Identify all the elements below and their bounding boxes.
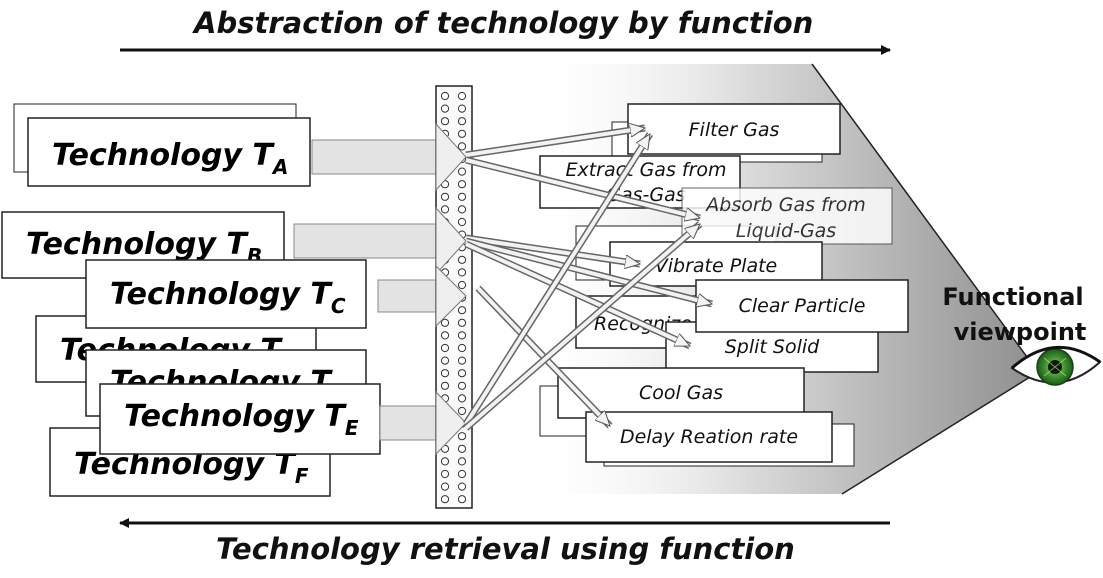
sieve-hole	[457, 167, 467, 176]
function-vibrate-plate-label: Vibrate Plate	[655, 255, 778, 277]
beam-edge-top	[811, 63, 1039, 373]
technology-boxes: Technology TA Technology TF Technology T…	[1, 103, 381, 497]
sieve-hole	[457, 268, 467, 277]
sieve-hole	[457, 205, 467, 214]
function-box-filter-gas: Filter Gas	[627, 103, 841, 155]
sieve-hole	[457, 432, 467, 441]
technology-f-subscript: F	[295, 464, 309, 488]
function-box-vibrate-plate: Vibrate Plate	[609, 241, 823, 287]
sieve-hole	[457, 482, 467, 491]
sieve-hole	[440, 343, 450, 353]
sieve-hole	[440, 457, 450, 466]
sieve-hole	[457, 180, 467, 189]
sieve-hole	[457, 356, 467, 365]
technology-c-label: Technology T	[110, 277, 333, 312]
sieve-hole	[457, 331, 467, 340]
sieve-hole	[457, 142, 467, 151]
technology-box-a: Technology TA	[27, 117, 311, 187]
sieve-hole	[457, 381, 467, 390]
sieve-hole	[440, 318, 450, 327]
function-clear-particle-label: Clear Particle	[739, 295, 866, 317]
connector-bars	[293, 139, 445, 441]
technology-e-label: Technology T	[124, 399, 347, 434]
function-cool-gas-label: Cool Gas	[639, 382, 723, 404]
sieve-hole	[440, 482, 450, 491]
sieve-arrowheads	[435, 122, 467, 456]
sieve-hole	[440, 495, 450, 504]
technology-a-label: Technology T	[52, 138, 275, 173]
function-boxes: Filter Gas Extract Gas from Gas-Gas Abso…	[539, 103, 909, 467]
sieve-hole	[440, 192, 450, 201]
svg-text:Technology TA: Technology TA	[52, 138, 288, 179]
mapping-arrows	[463, 128, 712, 431]
sieve-hole	[457, 217, 467, 227]
technology-b-label: Technology T	[26, 227, 249, 262]
sieve-hole	[457, 117, 467, 126]
sieve-hole	[457, 495, 467, 504]
sieve-hole	[457, 394, 467, 403]
technology-box-e: Technology TE	[99, 383, 381, 455]
function-box-delay-reaction: Delay Reation rate	[585, 411, 833, 463]
sieve-hole	[440, 381, 450, 390]
function-box-absorb-gas: Absorb Gas from Liquid-Gas	[681, 187, 893, 245]
svg-text:Technology TC: Technology TC	[110, 277, 346, 318]
function-filter-gas-label: Filter Gas	[689, 119, 780, 141]
sieve-hole	[440, 91, 450, 101]
sieve-hole	[457, 469, 467, 479]
sieve-hole	[440, 331, 450, 340]
sieve-hole	[457, 343, 467, 353]
technology-e-subscript: E	[345, 416, 359, 440]
technology-c-subscript: C	[331, 294, 346, 318]
svg-text:Technology TE: Technology TE	[124, 399, 359, 440]
technology-box-c: Technology TC	[85, 259, 367, 329]
function-absorb-gas-line2: Liquid-Gas	[736, 220, 837, 242]
sieve-hole	[440, 469, 450, 479]
sieve-hole	[440, 117, 450, 126]
sieve-hole	[440, 205, 450, 214]
sieve-hole	[457, 91, 467, 101]
viewpoint-label-line1: Functional	[942, 283, 1083, 311]
function-extract-gas-line1: Extract Gas from	[565, 159, 726, 181]
viewpoint-label-line2: viewpoint	[954, 318, 1087, 346]
sieve-hole	[457, 129, 467, 138]
sieve-hole	[457, 406, 467, 416]
sieve-hole	[457, 369, 467, 378]
sieve-hole	[457, 104, 467, 113]
sieve-hole	[440, 356, 450, 365]
function-absorb-gas-line1: Absorb Gas from	[704, 194, 865, 216]
bottom-caption: Technology retrieval using function	[216, 532, 795, 566]
function-split-solid-label: Split Solid	[725, 336, 820, 358]
sieve-hole	[457, 192, 467, 201]
sieve-hole	[457, 280, 467, 290]
sieve-hole	[457, 444, 467, 453]
sieve-hole	[457, 318, 467, 327]
sieve-hole	[457, 255, 467, 264]
sieve-hole	[440, 369, 450, 378]
eye-icon	[1010, 345, 1102, 386]
beam-edge-bottom	[841, 371, 1039, 495]
sieve-hole	[457, 457, 467, 466]
sieve-hole	[457, 306, 467, 315]
sieve-hole	[440, 104, 450, 113]
technology-a-subscript: A	[271, 155, 288, 179]
top-caption: Abstraction of technology by function	[194, 6, 814, 40]
function-box-clear-particle: Clear Particle	[695, 279, 909, 333]
function-delay-reaction-label: Delay Reation rate	[620, 426, 798, 448]
